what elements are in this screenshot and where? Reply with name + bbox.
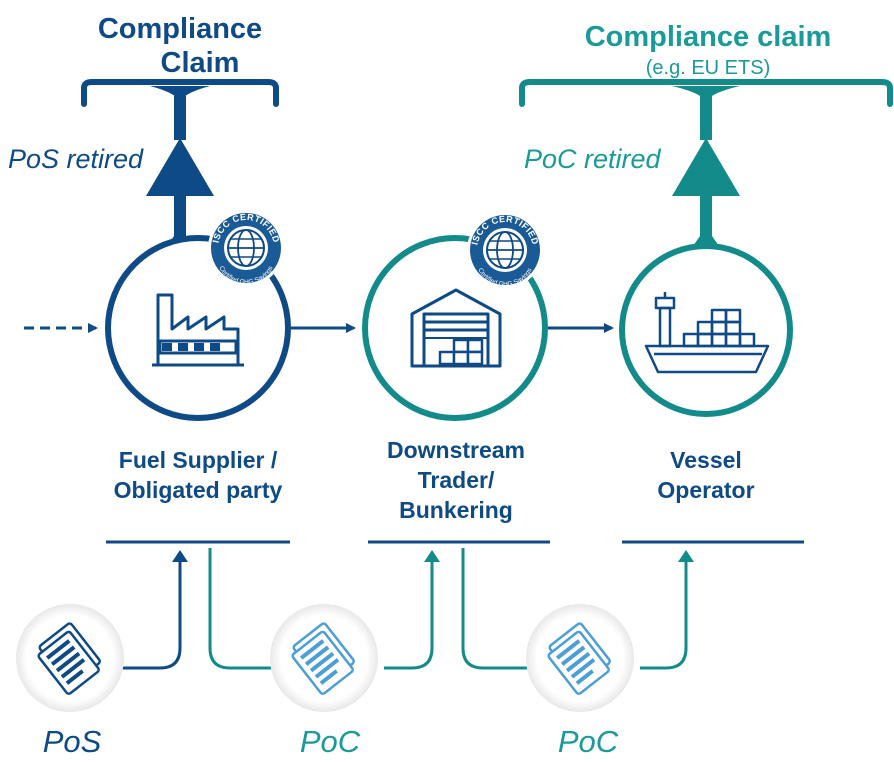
left-claim-title-line1: Compliance [98, 13, 262, 45]
downstream-label-line3: Bunkering [399, 497, 513, 523]
poc-document-2 [526, 604, 634, 712]
downstream-label-line1: Downstream [387, 437, 525, 463]
right-claim-bracket [519, 79, 893, 107]
vessel-operator-node [619, 243, 793, 417]
document-icon [291, 622, 355, 695]
iscc-badge-1: ISCC CERTIFIED Certified GHG Savings [208, 210, 284, 286]
pos-retired-label: PoS retired [8, 144, 144, 174]
fuel-supplier-label-line1: Fuel Supplier / [119, 447, 278, 473]
iscc-badge-2: ISCC CERTIFIED Certified GHG Savings [467, 212, 543, 288]
left-retire-arrow [146, 86, 214, 256]
factory-icon [152, 293, 244, 367]
poc1-out-connector [208, 548, 272, 670]
poc2-in-connector [640, 554, 688, 670]
poc-label-1: PoC [300, 724, 361, 759]
downstream-label-line2: Trader/ [418, 467, 495, 493]
poc-label-2: PoC [558, 724, 619, 759]
right-retire-arrow [672, 86, 740, 256]
poc1-in-connector [384, 554, 434, 670]
left-claim-title-line2: Claim [161, 47, 240, 79]
poc-document-1 [270, 604, 378, 712]
right-claim-title: Compliance claim [585, 21, 832, 53]
right-claim-subtitle: (e.g. EU ETS) [646, 57, 770, 79]
vessel-label-line2: Operator [657, 477, 754, 503]
left-claim-bracket [81, 79, 279, 107]
warehouse-icon [410, 288, 502, 368]
document-icon [37, 622, 101, 695]
poc2-out-connector [461, 548, 528, 670]
fuel-supplier-label-line2: Obligated party [114, 477, 283, 503]
ship-icon [644, 292, 770, 374]
pos-connector [122, 554, 182, 670]
poc-retired-label: PoC retired [524, 144, 662, 174]
pos-label: PoS [43, 724, 102, 759]
document-icon [547, 622, 611, 695]
vessel-label-line1: Vessel [670, 447, 742, 473]
pos-document [16, 604, 124, 712]
